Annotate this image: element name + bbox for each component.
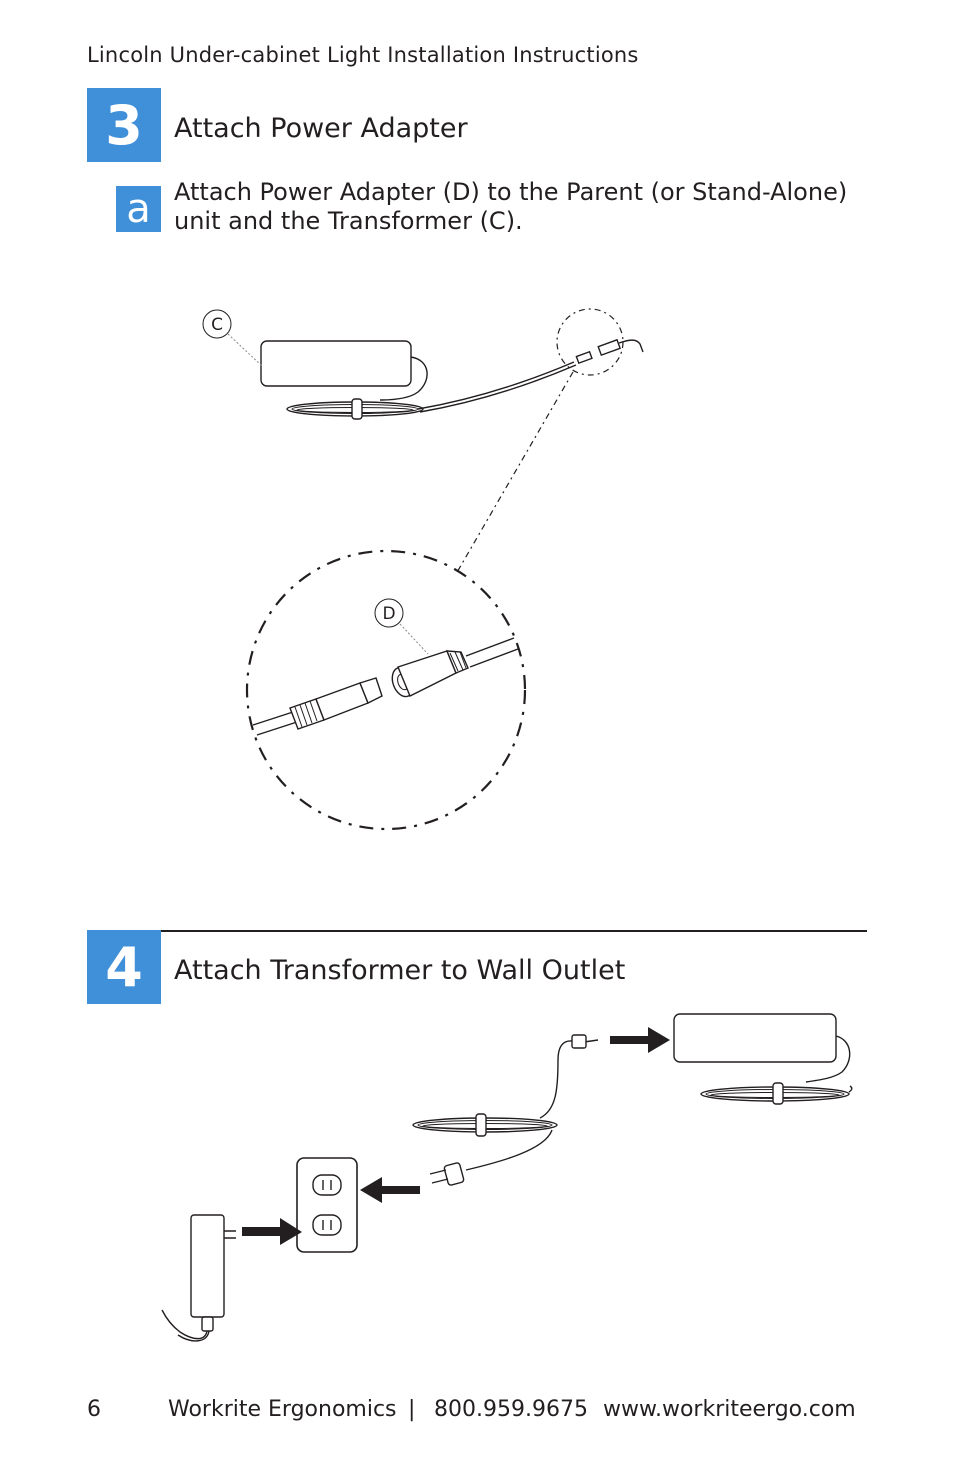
plug-icon bbox=[429, 1162, 465, 1186]
substep-a-badge: a bbox=[116, 186, 161, 232]
footer-separator: | bbox=[408, 1397, 416, 1422]
footer-company: Workrite Ergonomics bbox=[168, 1397, 397, 1422]
page-header: Lincoln Under-cabinet Light Installation… bbox=[87, 43, 639, 67]
footer-phone: 800.959.9675 bbox=[434, 1397, 588, 1422]
step-3-title: Attach Power Adapter bbox=[174, 113, 468, 144]
section-divider bbox=[161, 930, 867, 932]
substep-a-instruction: Attach Power Adapter (D) to the Parent (… bbox=[174, 178, 848, 235]
page-number: 6 bbox=[87, 1397, 101, 1422]
arrow-icon bbox=[610, 1027, 670, 1053]
transformer-illustration bbox=[260, 338, 644, 420]
step-4-title: Attach Transformer to Wall Outlet bbox=[174, 955, 626, 986]
footer-website[interactable]: www.workriteergo.com bbox=[603, 1397, 856, 1422]
wall-adapter-illustration bbox=[161, 1214, 236, 1342]
wall-outlet-icon bbox=[296, 1157, 358, 1253]
arrow-icon bbox=[242, 1218, 302, 1245]
connector-closeup-illustration bbox=[245, 549, 527, 831]
callout-d-label: D bbox=[382, 604, 395, 624]
step-4-badge: 4 bbox=[87, 930, 161, 1004]
arrow-icon bbox=[360, 1177, 420, 1203]
callout-c-label: C bbox=[211, 315, 223, 335]
step-3-badge: 3 bbox=[87, 88, 161, 162]
step-4-illustration bbox=[161, 1013, 853, 1342]
